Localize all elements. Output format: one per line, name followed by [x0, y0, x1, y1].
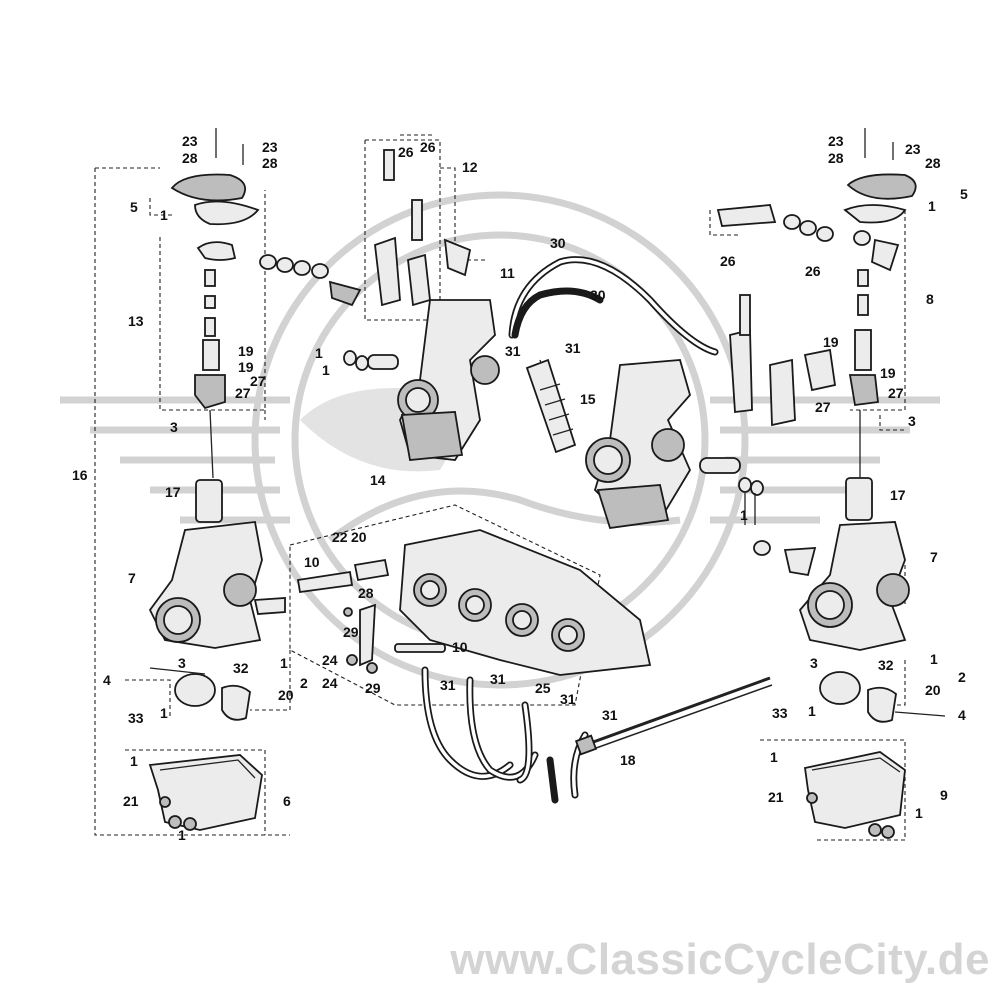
right-carburetor-assembly [709, 128, 946, 841]
callout: 1 [930, 651, 938, 667]
callout: 5 [130, 199, 138, 215]
callout: 1 [315, 345, 323, 361]
callout: 2 [958, 669, 966, 685]
callout: 33 [772, 705, 788, 721]
callout: 11 [500, 265, 515, 281]
callout: 21 [123, 793, 139, 809]
callout: 1 [770, 749, 778, 765]
callout: 32 [233, 660, 249, 676]
callout: 3 [178, 655, 186, 671]
callout: 10 [304, 554, 320, 570]
callout: 1 [322, 362, 330, 378]
callout: 25 [535, 680, 551, 696]
callout: 19 [880, 365, 896, 381]
callout: 10 [452, 639, 468, 655]
callout: 23 [828, 133, 844, 149]
callout: 13 [128, 313, 144, 329]
callout: 32 [878, 657, 894, 673]
left-carburetor-assembly [94, 128, 362, 836]
callout: 29 [343, 624, 359, 640]
callout: 27 [235, 385, 251, 401]
callout: 6 [283, 793, 291, 809]
callout: 22 [332, 529, 348, 545]
callout: 2 [300, 675, 308, 691]
callout: 31 [560, 691, 576, 707]
callout: 23 [182, 133, 198, 149]
callout: 3 [908, 413, 916, 429]
callout: 1 [178, 827, 186, 843]
callout: 33 [128, 710, 144, 726]
linkage-mount-plate [289, 504, 773, 804]
callout: 1 [280, 655, 288, 671]
callout: 27 [815, 399, 831, 415]
callout: 19 [238, 359, 254, 375]
center-right-carburetor [508, 256, 764, 529]
callout: 26 [805, 263, 821, 279]
callout: 26 [720, 253, 736, 269]
callout: 24 [322, 675, 338, 691]
callout: 7 [930, 549, 938, 565]
callout: 29 [365, 680, 381, 696]
callout: 20 [351, 529, 367, 545]
callout: 31 [565, 340, 581, 356]
callout: 1 [160, 207, 168, 223]
callout: 31 [505, 343, 521, 359]
callout: 20 [925, 682, 941, 698]
callout: 16 [72, 467, 88, 483]
callout: 3 [810, 655, 818, 671]
callout: 1 [740, 507, 748, 523]
callout: 23 [262, 139, 278, 155]
callout: 4 [103, 672, 111, 688]
callout: 18 [620, 752, 636, 768]
callout: 17 [890, 487, 906, 503]
callout: 28 [925, 155, 941, 171]
callout: 1 [928, 198, 936, 214]
watermark-text: www.ClassicCycleCity.de [450, 935, 990, 984]
callout: 26 [398, 144, 414, 160]
callout: 28 [182, 150, 198, 166]
callout: 1 [160, 705, 168, 721]
callout: 4 [958, 707, 966, 723]
callout: 24 [322, 652, 338, 668]
callout: 8 [926, 291, 934, 307]
callout: 20 [278, 687, 294, 703]
callout: 1 [808, 703, 816, 719]
callout: 3 [170, 419, 178, 435]
callout: 17 [165, 484, 181, 500]
callout: 30 [590, 287, 606, 303]
callout-labels: 23 28 23 28 5 1 13 16 3 17 7 4 33 1 3 32… [72, 133, 968, 843]
callout: 30 [550, 235, 566, 251]
callout: 31 [440, 677, 456, 693]
callout: 31 [602, 707, 618, 723]
callout: 28 [262, 155, 278, 171]
callout: 31 [490, 671, 506, 687]
callout: 28 [828, 150, 844, 166]
center-top-carburetor [264, 134, 500, 461]
callout: 12 [462, 159, 478, 175]
callout: 28 [358, 585, 374, 601]
callout: 27 [888, 385, 904, 401]
callout: 26 [420, 139, 436, 155]
callout: 7 [128, 570, 136, 586]
callout: 1 [915, 805, 923, 821]
callout: 1 [130, 753, 138, 769]
callout: 14 [370, 472, 386, 488]
callout: 27 [250, 373, 266, 389]
callout: 23 [905, 141, 921, 157]
callout: 21 [768, 789, 784, 805]
callout: 9 [940, 787, 948, 803]
callout: 19 [238, 343, 254, 359]
callout: 5 [960, 186, 968, 202]
callout: 15 [580, 391, 596, 407]
callout: 19 [823, 334, 839, 350]
